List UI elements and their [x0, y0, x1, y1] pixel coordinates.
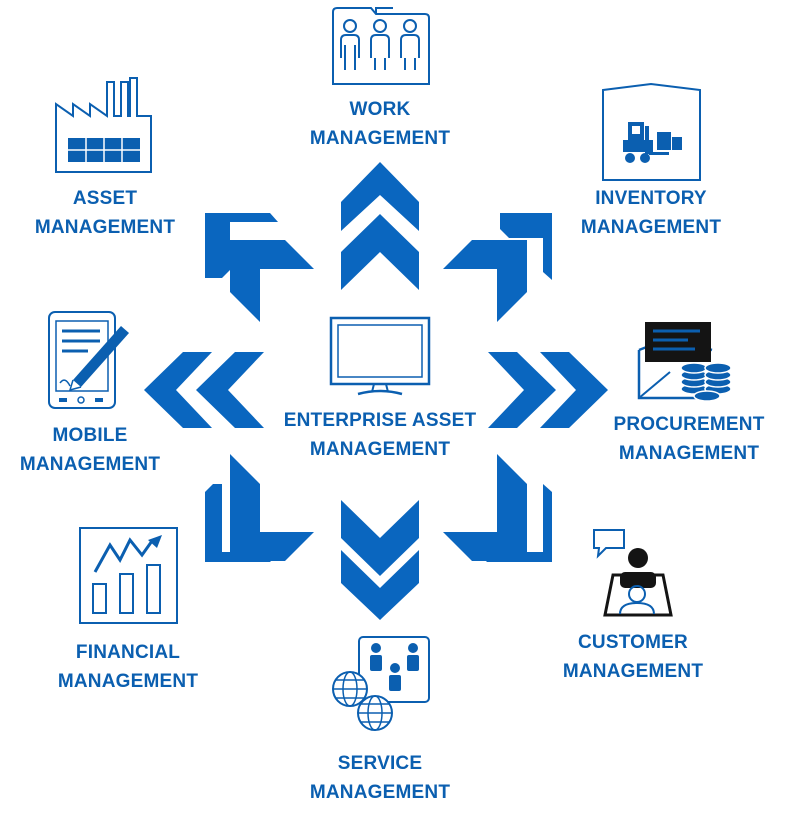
module-label-line2: MANAGEMENT: [34, 217, 176, 238]
monitor-icon: [329, 316, 431, 396]
module-label-asset: ASSET MANAGEMENT: [15, 184, 195, 242]
module-label-line1: SERVICE: [337, 753, 423, 774]
module-label-line2: MANAGEMENT: [618, 443, 760, 464]
arrow-down-right: [443, 454, 552, 562]
arrow-down-left: [205, 454, 314, 562]
module-label-line1: WORK: [349, 99, 411, 120]
module-label-line1: CUSTOMER: [578, 632, 688, 653]
module-label-procurement: PROCUREMENT MANAGEMENT: [600, 410, 778, 468]
envelope-coins-icon: [637, 322, 732, 402]
arrow-up-right: [443, 213, 552, 322]
factory-icon: [55, 77, 152, 173]
center-label: ENTERPRISE ASSET MANAGEMENT: [280, 406, 480, 464]
warehouse-forklift-icon: [602, 82, 701, 181]
mobile-stylus-icon: [48, 311, 129, 409]
center-label-line1: ENTERPRISE ASSET: [283, 410, 477, 431]
globe-people-icon: [332, 636, 430, 731]
financial-chart-icon: [79, 527, 178, 624]
arrow-down: [341, 500, 419, 620]
module-label-line1: ASSET: [72, 188, 138, 209]
module-label-line2: MANAGEMENT: [19, 454, 161, 475]
module-label-line1: FINANCIAL: [75, 642, 181, 663]
arrow-right: [488, 352, 608, 428]
arrow-up: [341, 162, 419, 290]
module-label-line1: PROCUREMENT: [613, 414, 765, 435]
customer-service-icon: [593, 529, 673, 617]
module-label-line1: MOBILE: [52, 425, 128, 446]
module-label-line2: MANAGEMENT: [309, 782, 451, 803]
module-label-service: SERVICE MANAGEMENT: [290, 749, 470, 807]
arrow-up-left: [205, 213, 314, 322]
module-label-customer: CUSTOMER MANAGEMENT: [543, 628, 723, 686]
module-label-line2: MANAGEMENT: [580, 217, 722, 238]
module-label-financial: FINANCIAL MANAGEMENT: [38, 638, 218, 696]
module-label-line2: MANAGEMENT: [562, 661, 704, 682]
workgroup-folder-icon: [332, 7, 430, 85]
module-label-line1: INVENTORY: [595, 188, 707, 209]
center-label-line2: MANAGEMENT: [309, 439, 451, 460]
module-label-work: WORK MANAGEMENT: [290, 95, 470, 153]
module-label-mobile: MOBILE MANAGEMENT: [0, 421, 180, 479]
module-label-inventory: INVENTORY MANAGEMENT: [561, 184, 741, 242]
module-label-line2: MANAGEMENT: [309, 128, 451, 149]
arrow-left: [144, 352, 264, 428]
module-label-line2: MANAGEMENT: [57, 671, 199, 692]
